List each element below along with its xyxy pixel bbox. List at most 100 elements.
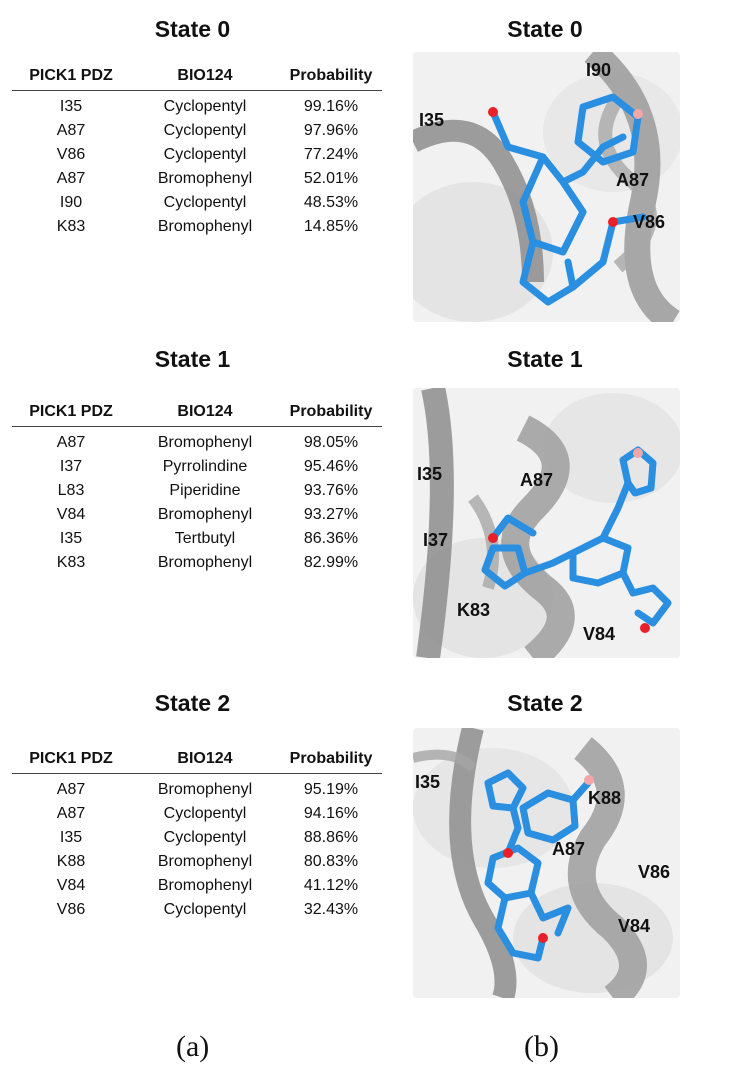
column-header-residue: PICK1 PDZ: [12, 403, 130, 427]
cell-residue: L83: [57, 482, 85, 499]
cell-probability: 95.46%: [303, 458, 359, 475]
cell-probability: 86.36%: [303, 530, 359, 547]
residue-label: I90: [586, 60, 612, 80]
structure-title-state-0: State 0: [507, 16, 583, 42]
cell-ligand: Piperidine: [169, 482, 241, 499]
residue-label: I37: [423, 530, 449, 550]
cell-ligand: Bromophenyl: [157, 554, 253, 571]
cell-ligand: Bromophenyl: [157, 853, 253, 870]
cell-ligand: Tertbutyl: [174, 530, 236, 547]
table-row: I35 Tertbutyl 86.36%: [12, 527, 382, 551]
residue-label: V86: [633, 212, 666, 232]
table-row: A87 Bromophenyl 98.05%: [12, 427, 382, 456]
table-header-row: PICK1 PDZ BIO124 Probability: [12, 67, 382, 91]
cell-ligand: Cyclopentyl: [163, 98, 247, 115]
table-row: A87 Cyclopentyl 97.96%: [12, 119, 382, 143]
subfigure-label-a: (a): [176, 1030, 210, 1063]
residue-label: V86: [638, 862, 671, 882]
cell-residue: I35: [59, 829, 83, 846]
cell-probability: 48.53%: [303, 194, 359, 211]
table-title-state-1: State 1: [154, 346, 231, 372]
cell-ligand: Bromophenyl: [157, 434, 253, 451]
protein-ligand-render-state-1: [413, 388, 680, 658]
residue-label: A87: [520, 470, 554, 490]
cell-ligand: Bromophenyl: [157, 781, 253, 798]
cell-ligand: Cyclopentyl: [163, 829, 247, 846]
structure-image-state-1: I35 A87 I37 K83 V84: [413, 388, 680, 658]
cell-residue: A87: [56, 170, 86, 187]
cell-probability: 93.27%: [303, 506, 359, 523]
table-row: V86 Cyclopentyl 77.24%: [12, 143, 382, 167]
column-header-probability: Probability: [280, 67, 382, 91]
residue-label: V84: [583, 624, 616, 644]
protein-ligand-render-state-2: [413, 728, 680, 998]
cell-residue: A87: [56, 434, 86, 451]
cell-residue: K83: [56, 218, 86, 235]
residue-label: A87: [616, 170, 650, 190]
column-header-residue: PICK1 PDZ: [12, 750, 130, 774]
cell-residue: V86: [56, 146, 86, 163]
cell-probability: 52.01%: [303, 170, 359, 187]
residue-label: K83: [457, 600, 491, 620]
cell-probability: 88.86%: [303, 829, 359, 846]
cell-probability: 94.16%: [303, 805, 359, 822]
cell-residue: I37: [59, 458, 83, 475]
column-header-residue: PICK1 PDZ: [12, 67, 130, 91]
cell-ligand: Cyclopentyl: [163, 805, 247, 822]
cell-residue: V86: [56, 901, 86, 918]
table-row: K83 Bromophenyl 14.85%: [12, 215, 382, 239]
cell-residue: V84: [56, 506, 86, 523]
cell-ligand: Cyclopentyl: [163, 194, 247, 211]
cell-probability: 14.85%: [303, 218, 359, 235]
cell-probability: 32.43%: [303, 901, 359, 918]
structure-title-state-1: State 1: [507, 346, 583, 372]
cell-probability: 98.05%: [303, 434, 359, 451]
cell-probability: 95.19%: [303, 781, 359, 798]
cell-residue: K88: [56, 853, 86, 870]
residue-label: V84: [618, 916, 651, 936]
cell-ligand: Bromophenyl: [157, 877, 253, 894]
cell-probability: 99.16%: [303, 98, 359, 115]
column-header-ligand: BIO124: [130, 67, 280, 91]
residue-label: I35: [415, 772, 441, 792]
cell-ligand: Pyrrolindine: [162, 458, 248, 475]
table-row: A87 Bromophenyl 52.01%: [12, 167, 382, 191]
cell-residue: A87: [56, 122, 86, 139]
cell-ligand: Bromophenyl: [157, 218, 253, 235]
column-header-ligand: BIO124: [130, 750, 280, 774]
residue-label: I35: [419, 110, 445, 130]
table-header-row: PICK1 PDZ BIO124 Probability: [12, 403, 382, 427]
cell-ligand: Cyclopentyl: [163, 901, 247, 918]
cell-ligand: Cyclopentyl: [163, 146, 247, 163]
column-header-ligand: BIO124: [130, 403, 280, 427]
cell-ligand: Cyclopentyl: [163, 122, 247, 139]
cell-residue: A87: [56, 781, 86, 798]
subfigure-label-b: (b): [524, 1030, 559, 1063]
cell-residue: I35: [59, 530, 83, 547]
table-title-state-2: State 2: [154, 690, 231, 716]
column-header-probability: Probability: [280, 403, 382, 427]
residue-label: K88: [588, 788, 622, 808]
column-header-probability: Probability: [280, 750, 382, 774]
table-row: I37 Pyrrolindine 95.46%: [12, 455, 382, 479]
table-row: V86 Cyclopentyl 32.43%: [12, 898, 382, 922]
cell-ligand: Bromophenyl: [157, 170, 253, 187]
table-title-state-0: State 0: [154, 16, 231, 42]
residue-label: I35: [417, 464, 443, 484]
table-row: L83 Piperidine 93.76%: [12, 479, 382, 503]
table-header-row: PICK1 PDZ BIO124 Probability: [12, 750, 382, 774]
table-row: I35 Cyclopentyl 88.86%: [12, 826, 382, 850]
cell-probability: 93.76%: [303, 482, 359, 499]
cell-probability: 97.96%: [303, 122, 359, 139]
cell-probability: 77.24%: [303, 146, 359, 163]
residue-label: A87: [552, 839, 586, 859]
